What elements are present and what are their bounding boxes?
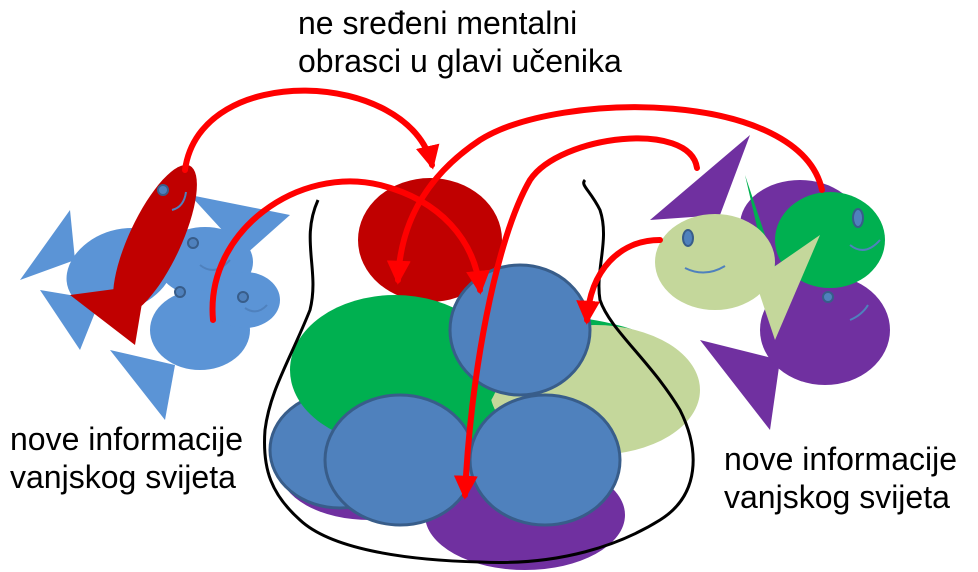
label-line: nove informacije: [724, 440, 957, 478]
label-line: ne sređeni mentalni: [298, 4, 622, 42]
arrow: [587, 240, 660, 320]
blue-oval: [450, 265, 590, 395]
blue-oval: [325, 395, 475, 525]
label-line: vanjskog svijeta: [724, 478, 957, 516]
label-line: vanjskog svijeta: [10, 458, 243, 496]
new-information-label-right: nove informacije vanjskog svijeta: [724, 440, 957, 516]
bag-contents: [270, 178, 700, 570]
new-information-label-left: nove informacije vanjskog svijeta: [10, 420, 243, 496]
label-line: nove informacije: [10, 420, 243, 458]
blue-oval: [470, 395, 620, 525]
label-line: obrasci u glavi učenika: [298, 42, 622, 80]
blue-fish-icon: [210, 272, 280, 328]
mental-patterns-label: ne sređeni mentalni obrasci u glavi učen…: [298, 4, 622, 80]
arrow: [185, 91, 432, 170]
